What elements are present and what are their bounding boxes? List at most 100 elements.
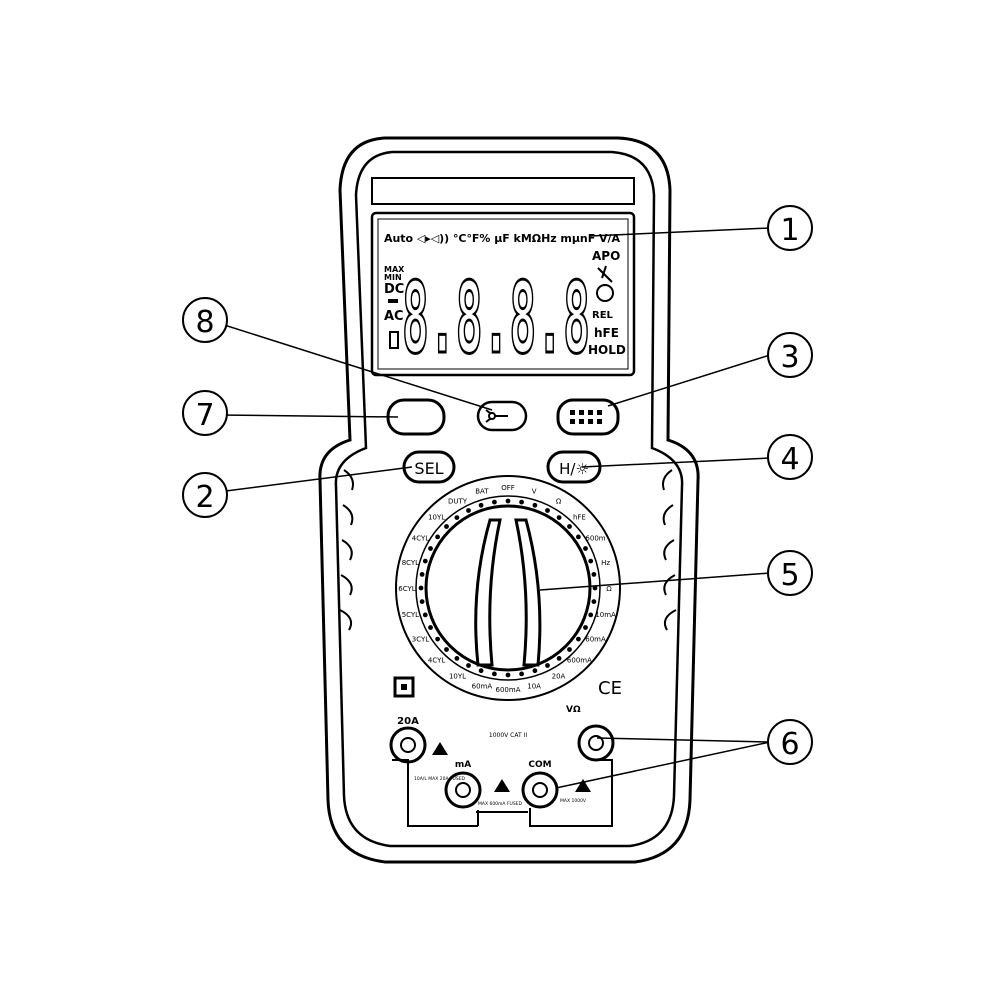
- range-button-grid-icon: [570, 410, 602, 424]
- jack-20a-hole: [400, 737, 416, 753]
- meter-outer-housing: [318, 136, 700, 864]
- jack-20a[interactable]: [389, 726, 427, 764]
- lcd-label-hfe: hFE: [594, 326, 619, 340]
- dial-ring-label: Hz: [601, 559, 610, 567]
- lcd-label-hold: HOLD: [588, 343, 626, 357]
- jack-com[interactable]: [521, 771, 559, 809]
- top-label-strip: [371, 177, 635, 205]
- svg-text:4: 4: [780, 442, 799, 477]
- left-grip: [339, 469, 354, 631]
- callout-2: 2: [182, 472, 228, 518]
- jack-area-lines: [392, 759, 613, 827]
- lcd-label-apo: APO: [592, 249, 620, 263]
- jack-com-hole: [532, 782, 548, 798]
- dial-ring-label: 60mA: [585, 636, 606, 644]
- lcd-minus-segment: [388, 299, 398, 303]
- dial-dot: [576, 636, 581, 642]
- svg-text:5: 5: [780, 558, 799, 593]
- range-button[interactable]: [556, 398, 620, 436]
- dial-ring-label: 6CYL: [398, 585, 415, 593]
- dial-dot: [428, 625, 433, 630]
- dial-ring-label: 20A: [552, 673, 566, 681]
- jack-ma[interactable]: [444, 771, 482, 809]
- dial-ring-label: hFE: [573, 514, 586, 522]
- sel-button[interactable]: [402, 450, 456, 484]
- callout-6: 6: [767, 719, 813, 765]
- lcd-sound-icon: [597, 265, 613, 283]
- dial-dot: [519, 671, 524, 677]
- dial-dot: [422, 612, 428, 618]
- jack-com-label: COM: [528, 760, 551, 770]
- dial-dot: [532, 668, 538, 674]
- callout-8: 8: [182, 297, 228, 343]
- fuse-label-right: MAX 1000V: [560, 798, 587, 804]
- dial-ring-label: 10YL: [449, 673, 466, 681]
- callout-1: 1: [767, 205, 813, 251]
- dial-dot: [556, 515, 562, 520]
- callout-4: 4: [767, 434, 813, 480]
- warning-triangle-right: [575, 779, 591, 792]
- dial-ring-label: 600m: [585, 535, 605, 543]
- dial-dot: [466, 663, 471, 668]
- double-insulation-mark: [393, 676, 415, 698]
- lcd-label-rel: REL: [592, 310, 614, 321]
- dial-ring-label: 4CYL: [412, 535, 429, 543]
- vohm-label: VΩ: [566, 705, 581, 715]
- hold-light-button[interactable]: [546, 450, 602, 484]
- dial-dot: [532, 502, 538, 508]
- knob-grip-right: [514, 518, 542, 667]
- lcd-label-ac: AC: [384, 309, 404, 324]
- dial-dot: [435, 534, 440, 540]
- dial-ring-label: Ω: [556, 498, 562, 506]
- callout-3: 3: [767, 332, 813, 378]
- svg-text:7: 7: [195, 398, 214, 433]
- dial-dot: [545, 508, 550, 513]
- flashlight-icon: [485, 409, 508, 423]
- dial-ring-label: 4CYL: [428, 656, 445, 664]
- lcd-top-row: Auto ◁▸◁)) °C°F% μF kMΩHz mμnF V/A: [384, 232, 620, 245]
- backlight-button[interactable]: [476, 400, 528, 432]
- dial-dot: [492, 671, 497, 677]
- dial-dot: [419, 572, 425, 577]
- dial-dot: [588, 558, 594, 564]
- dial-ring-label: 10YL: [428, 514, 445, 522]
- dial-dot: [567, 647, 572, 652]
- dial-dot: [567, 524, 572, 529]
- lcd-label-min: MIN: [384, 273, 402, 282]
- dial-ring-label: BAT: [475, 487, 489, 495]
- dial-mid-ring: [415, 495, 601, 681]
- lcd-digits: 8.8.8.8: [402, 262, 590, 376]
- dial-dot: [444, 524, 449, 529]
- double-insulation-inner: [401, 684, 407, 690]
- dial-dot: [454, 656, 460, 661]
- dial-dot: [505, 672, 511, 678]
- dial-position-dots: [418, 498, 598, 678]
- dial-dot: [592, 585, 598, 591]
- svg-text:3: 3: [780, 340, 799, 375]
- dial-dot: [428, 546, 433, 551]
- right-grip: [662, 469, 677, 631]
- dial-ring-label: DUTY: [448, 498, 468, 506]
- dial-dot: [505, 498, 511, 504]
- dial-dot: [583, 625, 588, 630]
- dial-dot: [444, 647, 449, 652]
- jack-vohm[interactable]: [577, 724, 615, 762]
- lcd-frame: [370, 211, 636, 377]
- dial-dot: [583, 546, 588, 551]
- callout-leaders: [217, 227, 771, 789]
- dial-ring-label: 600mA: [496, 686, 521, 694]
- dial-dot: [478, 502, 484, 508]
- dial-ring-label: 10A: [527, 683, 541, 691]
- warning-triangle-left: [432, 742, 448, 755]
- dial-ring-label: 5CYL: [402, 611, 419, 619]
- dial-dot: [454, 515, 460, 520]
- dial-outer-ring: [395, 475, 621, 701]
- rotary-knob[interactable]: [424, 504, 592, 672]
- meter-inner-housing: [334, 150, 684, 848]
- dial-dot: [556, 656, 562, 661]
- dial-dot: [591, 572, 597, 577]
- fuse-label-mid: MAX 600mA FUSED: [478, 801, 523, 807]
- ce-mark: CE: [598, 678, 622, 699]
- dial-dot: [466, 508, 471, 513]
- knob-grip-left: [474, 518, 502, 667]
